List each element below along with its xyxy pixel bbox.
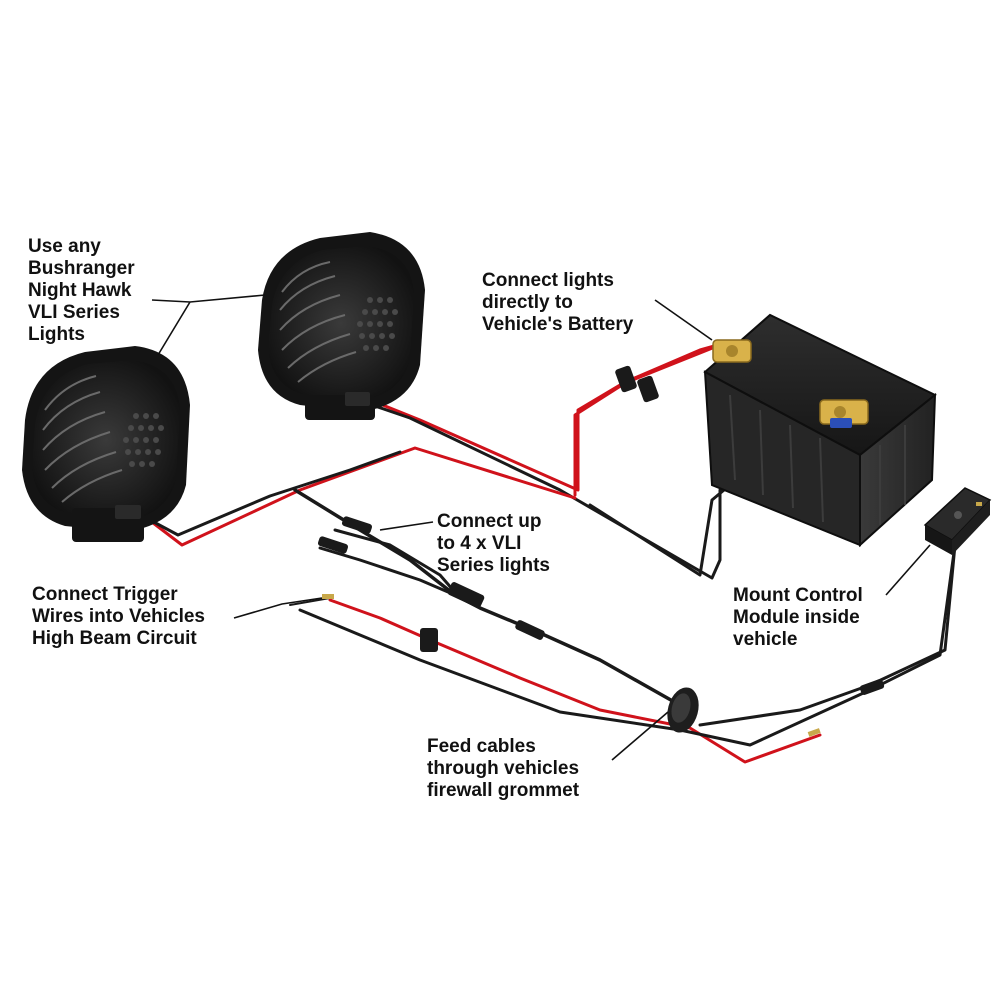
- callout-line: Connect up: [437, 511, 542, 532]
- inline-fuse-icon: [420, 365, 659, 652]
- harness-connectors: [317, 516, 885, 695]
- driving-light-icon: [258, 232, 425, 420]
- callout-firewall-grommet: Feed cables through vehicles firewall gr…: [427, 736, 579, 802]
- leader-firewall: [611, 711, 669, 761]
- leader-module: [885, 544, 931, 596]
- callout-line: Use any: [28, 236, 101, 257]
- callout-line: Wires into Vehicles: [32, 606, 206, 627]
- callout-line: Connect Trigger: [32, 584, 178, 605]
- callout-line: Series lights: [437, 555, 550, 576]
- callout-line: Bushranger: [28, 258, 135, 279]
- callout-line: VLI Series: [28, 302, 120, 323]
- callout-line: High Beam Circuit: [32, 628, 197, 649]
- battery-positive-terminal: [712, 339, 752, 363]
- control-module-icon: [923, 487, 992, 555]
- leader-battery: [654, 299, 713, 341]
- wire-front-light-negative: [148, 450, 402, 537]
- callout-trigger-wires: Connect Trigger Wires into Vehicles High…: [32, 584, 205, 650]
- battery-icon: [703, 313, 937, 548]
- callout-line: Feed cables: [427, 736, 536, 757]
- callout-line: firewall grommet: [427, 780, 580, 801]
- callout-line: Connect lights: [482, 270, 614, 291]
- callout-line: Night Hawk: [28, 280, 132, 301]
- firewall-grommet-icon: [667, 687, 699, 733]
- wire-harness-branch-2: [333, 528, 462, 600]
- wire-trigger-red: [328, 598, 822, 764]
- wire-battery-positive: [573, 341, 727, 497]
- callout-line: directly to: [482, 292, 573, 313]
- callout-line: Mount Control: [733, 585, 863, 606]
- trigger-terminal-1: [322, 594, 334, 599]
- wire-front-light-positive: [138, 446, 577, 547]
- callout-line: through vehicles: [427, 758, 580, 779]
- wire-back-light-positive: [368, 343, 722, 492]
- callout-use-any-lights: Use any Bushranger Night Hawk VLI Series…: [28, 236, 135, 346]
- callout-line: Lights: [28, 324, 85, 345]
- callout-mount-module: Mount Control Module inside vehicle: [733, 585, 863, 651]
- callout-line: vehicle: [733, 629, 798, 650]
- trigger-terminal-2: [807, 728, 821, 737]
- leader-lines: [151, 294, 931, 761]
- wire-trigger-tip: [289, 597, 331, 606]
- callout-line: Module inside: [733, 607, 860, 628]
- battery-negative-terminal: [819, 399, 869, 428]
- callout-connect-up-to: Connect up to 4 x VLI Series lights: [437, 511, 550, 577]
- wire-trigger-black: [298, 543, 957, 747]
- callout-connect-battery: Connect lights directly to Vehicle's Bat…: [482, 270, 633, 336]
- callout-line: to 4 x VLI: [437, 533, 522, 554]
- callout-line: Vehicle's Battery: [482, 314, 634, 335]
- wire-harness-branch-1: [318, 546, 457, 597]
- leader-upto: [379, 521, 434, 531]
- leader-trigger: [233, 597, 323, 619]
- driving-light-icon: [22, 346, 190, 542]
- leader-lights: [151, 294, 266, 356]
